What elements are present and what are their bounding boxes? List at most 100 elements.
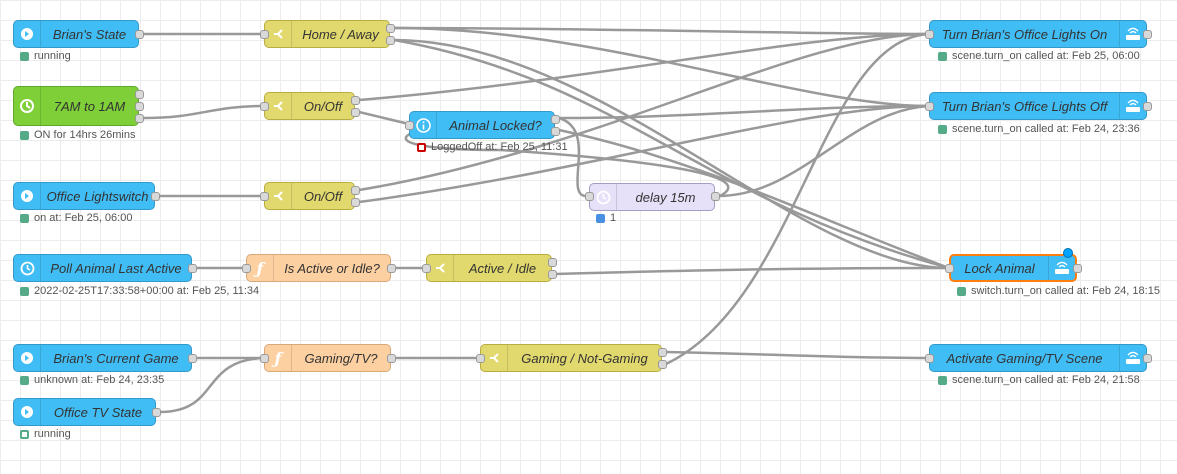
output-port[interactable] (386, 36, 395, 45)
arrow-right-circle-icon (14, 183, 41, 209)
input-port[interactable] (925, 354, 934, 363)
gaming-tv-function-node[interactable]: ƒ Gaming/TV? (264, 344, 391, 372)
input-port[interactable] (476, 354, 485, 363)
output-port[interactable] (351, 96, 360, 105)
wire (143, 104, 265, 120)
output-port[interactable] (152, 408, 161, 417)
input-port[interactable] (260, 354, 269, 363)
router-icon (1119, 93, 1146, 119)
onoff-switch-node[interactable]: On/Off (264, 182, 355, 210)
output-port[interactable] (711, 192, 720, 201)
node-status: 1 (596, 212, 616, 224)
wire (393, 26, 930, 36)
output-port[interactable] (387, 264, 396, 273)
input-port[interactable] (925, 102, 934, 111)
poll-animal-node[interactable]: Poll Animal Last Active (13, 254, 192, 282)
node-status: scene.turn_on called at: Feb 25, 06:00 (938, 50, 1140, 62)
node-label: Home / Away (302, 26, 379, 42)
output-port[interactable] (548, 270, 557, 279)
active-idle-switch-node[interactable]: Active / Idle (426, 254, 552, 282)
output-port[interactable] (1073, 264, 1082, 273)
output-port[interactable] (551, 127, 560, 136)
input-port[interactable] (945, 264, 954, 273)
node-label: Turn Brian's Office Lights Off (941, 98, 1108, 114)
node-label: Office TV State (53, 404, 143, 420)
node-status: scene.turn_on called at: Feb 24, 23:36 (938, 123, 1140, 135)
output-port[interactable] (386, 24, 395, 33)
output-port[interactable] (351, 186, 360, 195)
wire (358, 110, 410, 126)
arrow-right-circle-icon (14, 21, 41, 47)
node-label: Brian's Current Game (53, 350, 179, 366)
input-port[interactable] (422, 264, 431, 273)
node-status: scene.turn_on called at: Feb 24, 21:58 (938, 374, 1140, 386)
output-port[interactable] (188, 264, 197, 273)
output-port[interactable] (188, 354, 197, 363)
output-port[interactable] (1143, 30, 1152, 39)
timer-icon (14, 255, 41, 281)
office-tv-state-node[interactable]: Office TV State (13, 398, 156, 426)
gaming-notgaming-switch-node[interactable]: Gaming / Not-Gaming (480, 344, 662, 372)
output-port[interactable] (135, 102, 144, 111)
split-arrow-icon (265, 21, 292, 47)
node-status: running (20, 428, 71, 440)
node-label: On/Off (303, 98, 343, 114)
lock-animal-service-node[interactable]: Lock Animal (949, 254, 1077, 282)
node-status: LoggedOff at: Feb 25, 11:31 (417, 141, 568, 153)
input-port[interactable] (405, 121, 414, 130)
node-label: Lock Animal (964, 260, 1035, 276)
output-port[interactable] (1143, 354, 1152, 363)
output-port[interactable] (351, 108, 360, 117)
output-port[interactable] (135, 30, 144, 39)
output-port[interactable] (351, 198, 360, 207)
onoff-switch-node[interactable]: On/Off (264, 92, 355, 120)
node-label: Gaming/TV? (304, 350, 378, 366)
node-status: unknown at: Feb 24, 23:35 (20, 374, 164, 386)
lights-on-service-node[interactable]: Turn Brian's Office Lights On (929, 20, 1147, 48)
output-port[interactable] (658, 348, 667, 357)
wire (358, 32, 930, 102)
output-port[interactable] (135, 114, 144, 123)
input-port[interactable] (585, 192, 594, 201)
time-range-node[interactable]: 7AM to 1AM (13, 86, 139, 126)
function-icon: ƒ (265, 345, 292, 371)
node-status: 2022-02-25T17:33:58+00:00 at: Feb 25, 11… (20, 285, 259, 297)
output-port[interactable] (548, 258, 557, 267)
node-label: Gaming / Not-Gaming (521, 350, 648, 366)
output-port[interactable] (135, 90, 144, 99)
changed-indicator-icon (1063, 248, 1073, 258)
node-status: on at: Feb 25, 06:00 (20, 212, 132, 224)
node-status: ON for 14hrs 26mins (20, 129, 135, 141)
output-port[interactable] (658, 360, 667, 369)
delay-node[interactable]: delay 15m (589, 183, 715, 211)
wire (558, 104, 930, 120)
function-icon: ƒ (247, 255, 274, 281)
input-port[interactable] (260, 192, 269, 201)
output-port[interactable] (387, 354, 396, 363)
office-lightswitch-node[interactable]: Office Lightswitch (13, 182, 155, 210)
arrow-right-circle-icon (14, 345, 41, 371)
brians-state-node[interactable]: Brian's State (13, 20, 139, 48)
wire (159, 356, 265, 414)
input-port[interactable] (925, 30, 934, 39)
home-away-switch-node[interactable]: Home / Away (264, 20, 390, 48)
split-arrow-icon (265, 93, 292, 119)
node-label: Office Lightswitch (46, 188, 149, 204)
lights-off-service-node[interactable]: Turn Brian's Office Lights Off (929, 92, 1147, 120)
node-label: Turn Brian's Office Lights On (941, 26, 1108, 42)
timer-icon (14, 87, 41, 125)
wire (555, 266, 950, 276)
animal-locked-node[interactable]: Animal Locked? (409, 111, 555, 139)
input-port[interactable] (260, 102, 269, 111)
gaming-scene-service-node[interactable]: Activate Gaming/TV Scene (929, 344, 1147, 372)
is-active-idle-function-node[interactable]: ƒ Is Active or Idle? (246, 254, 391, 282)
split-arrow-icon (265, 183, 292, 209)
output-port[interactable] (551, 115, 560, 124)
output-port[interactable] (1143, 102, 1152, 111)
input-port[interactable] (242, 264, 251, 273)
input-port[interactable] (260, 30, 269, 39)
output-port[interactable] (151, 192, 160, 201)
node-status: switch.turn_on called at: Feb 24, 18:15 (957, 285, 1160, 297)
brians-current-game-node[interactable]: Brian's Current Game (13, 344, 192, 372)
